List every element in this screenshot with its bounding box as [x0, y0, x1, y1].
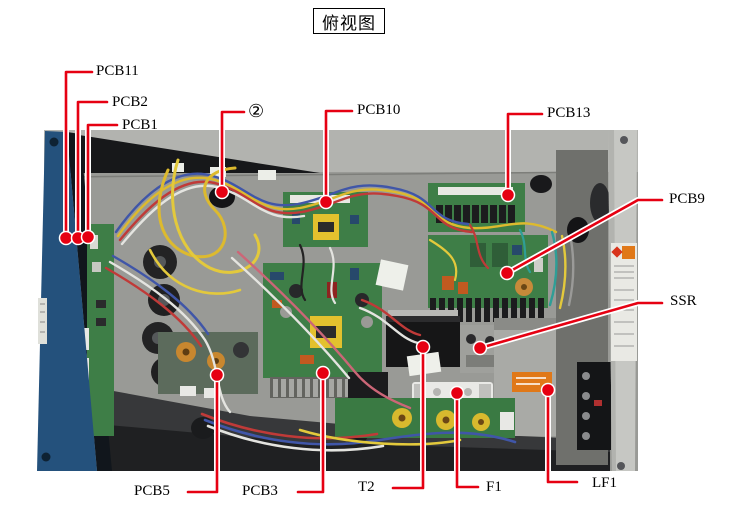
callout-line-pcb5	[186, 373, 219, 494]
callout-dot-lf1	[540, 382, 556, 398]
label-pcb5: PCB5	[134, 483, 170, 499]
label-pcb11: PCB11	[96, 63, 139, 79]
label-pcb13: PCB13	[547, 105, 591, 121]
callout-line-ssr	[478, 301, 664, 350]
figure-title-box: 俯视图	[313, 8, 385, 34]
callout-casings	[63, 69, 665, 495]
callout-dot-pcb3	[315, 365, 331, 381]
callout-line-t2	[391, 345, 425, 490]
callout-line-pcb11	[64, 70, 94, 240]
callout-dots	[58, 184, 556, 401]
callout-line-circle2	[220, 110, 246, 194]
panel-sticker	[38, 298, 47, 344]
label-t2: T2	[358, 479, 375, 495]
callout-line-lf1	[546, 388, 579, 484]
pcb5-board	[158, 332, 258, 398]
label-circle2: ②	[248, 101, 265, 121]
callout-dot-ssr	[472, 340, 488, 356]
callout-line-pcb9	[505, 198, 664, 275]
pcb1-2-11-boards	[87, 224, 114, 436]
pcb9-board	[428, 235, 548, 308]
left-blue-panel	[37, 131, 97, 471]
terminal-block	[577, 362, 611, 450]
label-lf1: LF1	[592, 475, 618, 491]
callout-line-pcb10	[324, 109, 354, 204]
white-connector	[258, 170, 276, 180]
label-pcb3: PCB3	[242, 483, 278, 499]
callout-line-f1	[455, 391, 480, 489]
callout-dot-circle2	[214, 184, 230, 200]
callout-lines	[64, 70, 664, 494]
label-pcb9: PCB9	[669, 191, 705, 207]
white-connector	[172, 163, 184, 172]
grommet-hole	[530, 175, 552, 193]
callout-dot-pcb13	[500, 187, 516, 203]
label-pcb1: PCB1	[122, 117, 158, 133]
white-connector	[375, 259, 409, 291]
panel-hole	[49, 137, 59, 147]
callout-dot-pcb10	[318, 194, 334, 210]
callout-dot-pcb9	[499, 265, 515, 281]
callout-line-pcb13	[506, 112, 544, 197]
figure-title: 俯视图	[322, 13, 376, 33]
label-ssr: SSR	[670, 293, 697, 309]
wire-harness	[104, 158, 575, 452]
right-warning-label	[611, 243, 637, 361]
label-pcb2: PCB2	[112, 94, 148, 110]
chassis-top-shadow	[60, 132, 320, 173]
callout-line-pcb1	[86, 123, 119, 239]
callout-dot-f1	[449, 385, 465, 401]
callout-line-pcb3	[296, 371, 325, 494]
label-f1: F1	[486, 479, 502, 495]
callout-line-pcb2	[76, 100, 109, 240]
callout-dot-pcb11	[58, 230, 74, 246]
callout-dot-t2	[415, 339, 431, 355]
callout-dot-pcb1	[80, 229, 96, 245]
pcb3-board	[263, 263, 382, 378]
label-pcb10: PCB10	[357, 102, 401, 118]
callout-dot-pcb5	[209, 367, 225, 383]
panel-hole	[41, 452, 51, 462]
